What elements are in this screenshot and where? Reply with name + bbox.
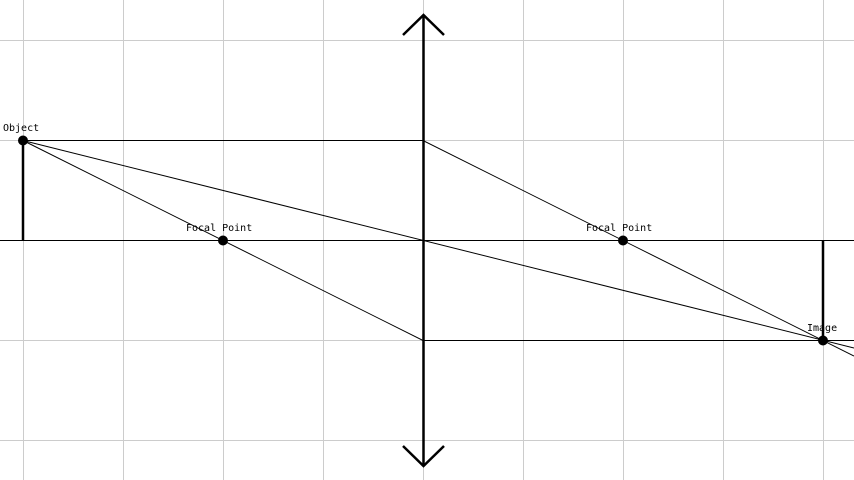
object-point-marker [18, 135, 28, 146]
parallel-ray [23, 140, 854, 357]
focal-point-left-label: Focal Point [186, 223, 252, 234]
chief-ray [22, 140, 854, 349]
focal-point-left-marker [218, 235, 228, 246]
focal-point-right-marker [618, 235, 628, 246]
rays [22, 140, 854, 357]
focal-point-right-label: Focal Point [586, 223, 652, 234]
converging-lens [402, 13, 445, 468]
lens-bottom-arrowhead [402, 445, 445, 468]
image-point-marker [818, 335, 828, 346]
image-label: Image [807, 323, 837, 334]
lens-top-arrowhead [402, 13, 445, 36]
object-label: Object [3, 123, 39, 134]
